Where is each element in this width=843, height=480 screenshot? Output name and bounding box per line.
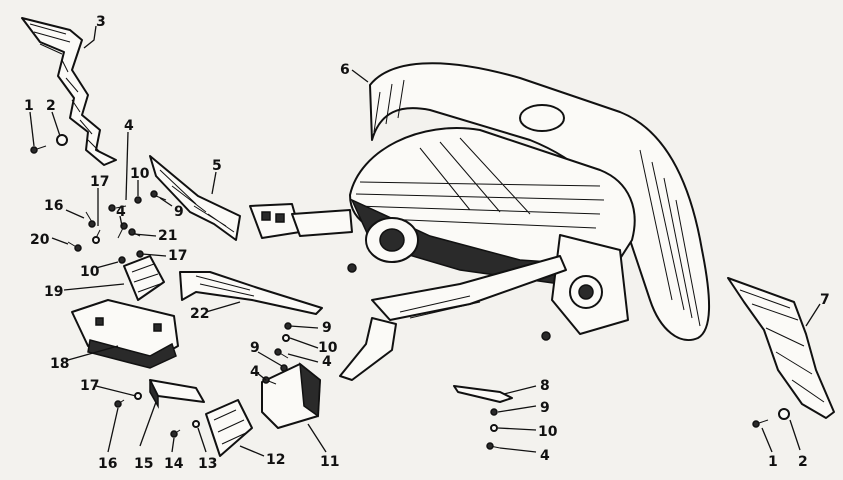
part-15-block [149, 379, 205, 409]
callout-14: 14 [164, 456, 184, 472]
callout-1: 1 [24, 98, 34, 114]
callout-17: 17 [168, 248, 187, 264]
callout-5: 5 [212, 158, 222, 174]
part-3-shield [21, 17, 117, 166]
callout-16: 16 [98, 456, 117, 472]
callout-4: 4 [322, 354, 332, 370]
callout-15: 15 [134, 456, 153, 472]
callout-4: 4 [250, 364, 260, 380]
callout-6: 6 [340, 62, 350, 78]
part-18-plate [71, 299, 179, 369]
callout-8: 8 [540, 378, 550, 394]
callout-9: 9 [174, 204, 184, 220]
callout-10: 10 [130, 166, 150, 182]
part-12-wedge [205, 399, 253, 457]
callout-4: 4 [124, 118, 134, 134]
callout-4: 4 [116, 204, 126, 220]
part-6-housing [249, 62, 710, 381]
callout-2: 2 [798, 454, 808, 470]
callout-19: 19 [44, 284, 63, 300]
callout-22: 22 [190, 306, 209, 322]
callout-2: 2 [46, 98, 56, 114]
callout-9: 9 [250, 340, 260, 356]
callout-17: 17 [80, 378, 99, 394]
part-11-block [261, 362, 321, 429]
callout-13: 13 [198, 456, 217, 472]
callout-21: 21 [158, 228, 177, 244]
part-22-rail [179, 271, 323, 315]
part-19-bracket [123, 255, 165, 301]
callout-17: 17 [90, 174, 109, 190]
callout-9: 9 [540, 400, 550, 416]
leader-lines [29, 25, 821, 457]
callout-11: 11 [320, 454, 339, 470]
callout-12: 12 [266, 452, 285, 468]
callout-20: 20 [30, 232, 50, 248]
callout-9: 9 [322, 320, 332, 336]
callout-10: 10 [538, 424, 558, 440]
part-8-rail [453, 385, 513, 403]
hardware-screws [30, 134, 790, 450]
callout-10: 10 [318, 340, 338, 356]
callout-18: 18 [50, 356, 69, 372]
callout-16: 16 [44, 198, 63, 214]
callout-labels: 3 1 2 6 4 17 10 5 9 16 4 21 20 17 10 19 … [24, 14, 830, 472]
callout-10: 10 [80, 264, 100, 280]
part-5-shield [149, 155, 241, 241]
part-7-shield [727, 277, 835, 419]
callout-4: 4 [540, 448, 550, 464]
callout-7: 7 [820, 292, 830, 308]
callout-1: 1 [768, 454, 778, 470]
callout-3: 3 [96, 14, 106, 30]
